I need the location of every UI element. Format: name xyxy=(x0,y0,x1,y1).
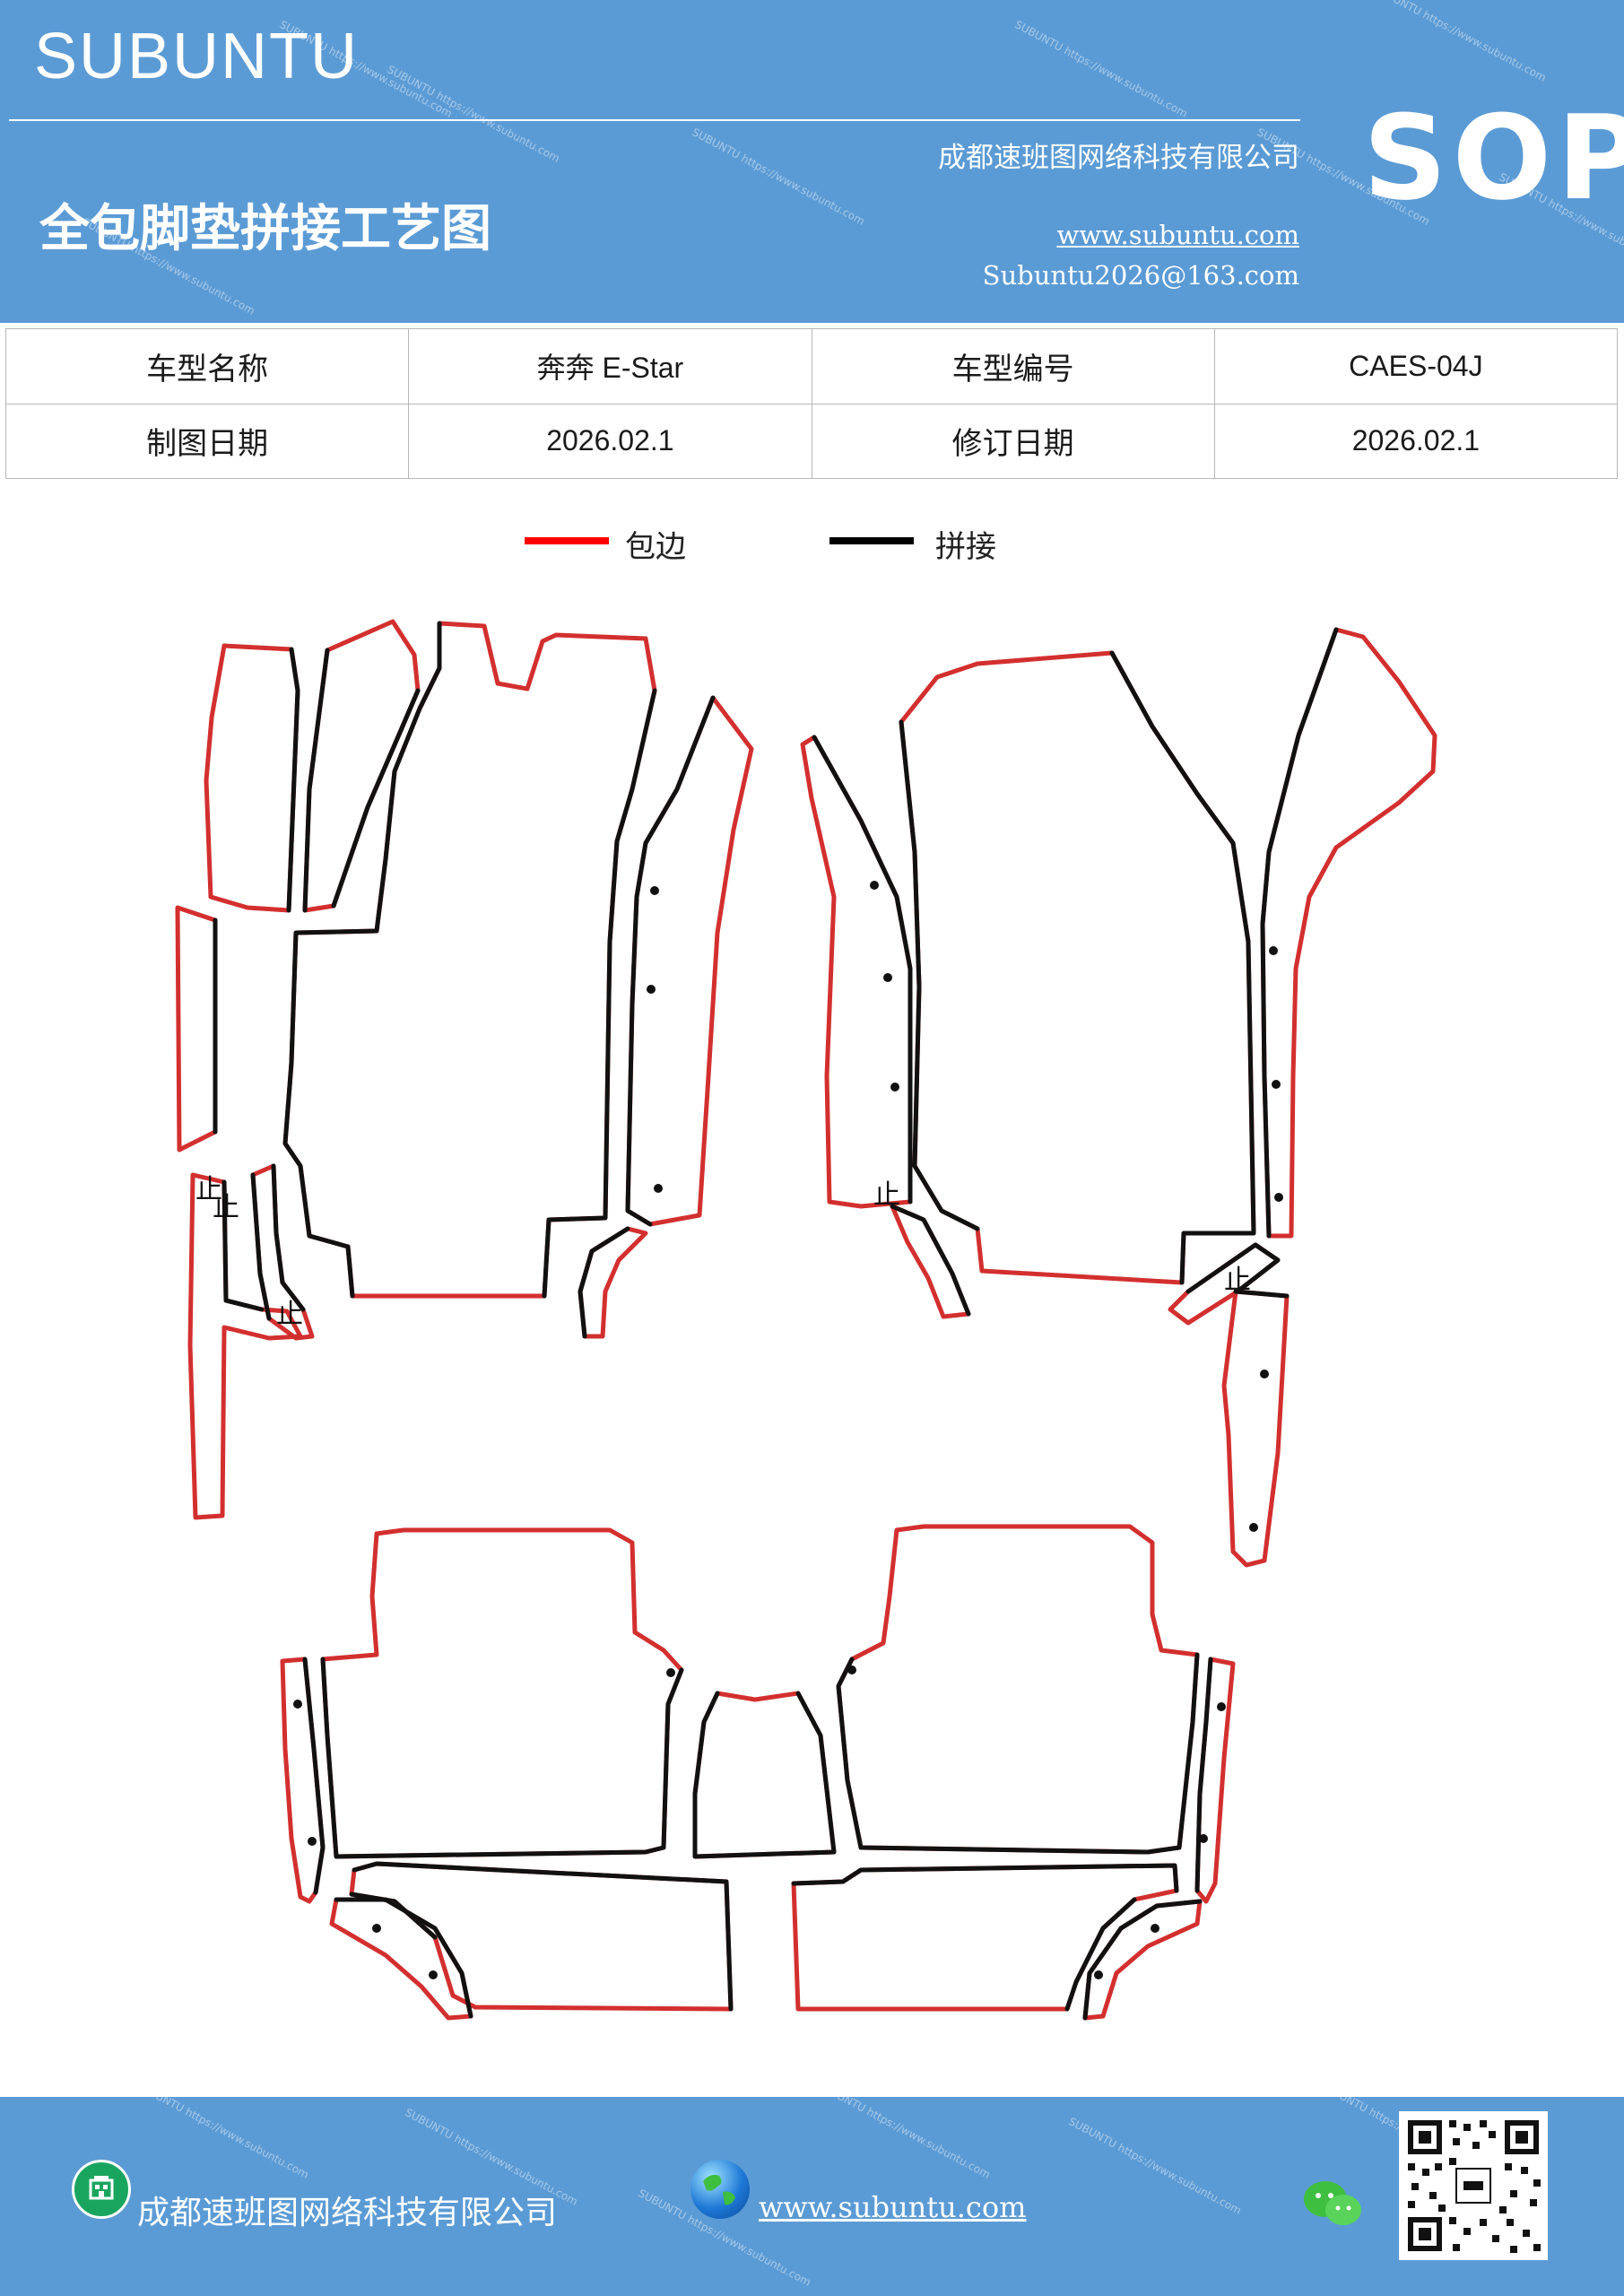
mat-piece xyxy=(187,1172,303,1520)
seam-dot xyxy=(1269,946,1278,955)
mat-piece xyxy=(899,650,1256,1285)
seam-line xyxy=(302,1657,326,1895)
seam-dot xyxy=(372,1924,381,1933)
seam-line xyxy=(282,621,657,1299)
seam-dot xyxy=(650,886,659,895)
footer-company: 成都速班图网络科技有限公司 xyxy=(137,2195,558,2231)
stop-mark: 止 xyxy=(213,1192,239,1223)
legend-swatch-seam xyxy=(829,537,914,544)
seam-line xyxy=(836,1652,1200,1855)
seam-dot xyxy=(654,1184,663,1193)
header-divider xyxy=(9,119,1300,121)
sop-badge: SOP xyxy=(1363,90,1624,226)
mat-piece xyxy=(1260,627,1437,1239)
mat-piece xyxy=(175,905,218,1152)
table-row: 制图日期 2026.02.1 修订日期 2026.02.1 xyxy=(4,403,1619,479)
stop-mark: 止 xyxy=(873,1179,900,1211)
mat-piece xyxy=(320,1527,684,1859)
seam-line xyxy=(302,648,421,913)
model-code-label: 车型编号 xyxy=(811,328,1215,404)
seam-dot xyxy=(870,881,879,890)
seam-line xyxy=(334,1897,473,2019)
stop-mark: 止 xyxy=(276,1299,303,1330)
mat-piece xyxy=(791,1863,1179,2012)
seam-line xyxy=(221,1179,265,1312)
seam-dot xyxy=(1199,1834,1208,1843)
mat-piece xyxy=(578,1226,648,1339)
seam-dot xyxy=(647,985,656,994)
header-company: 成都速班图网络科技有限公司 xyxy=(938,142,1299,174)
footer-banner: SUBUNTU https://www.subuntu.com SUBUNTU … xyxy=(0,2097,1624,2296)
model-code-value: CAES-04J xyxy=(1213,328,1619,404)
draw-date-label: 制图日期 xyxy=(4,403,410,479)
seam-line xyxy=(812,735,913,1205)
mat-piece xyxy=(1082,1899,1203,2021)
mat-piece xyxy=(890,1204,971,1319)
legend-label-edge: 包边 xyxy=(625,529,686,565)
footer-website-link[interactable]: www.subuntu.com xyxy=(759,2190,1027,2224)
model-name-label: 车型名称 xyxy=(4,328,410,404)
mat-piece xyxy=(302,619,421,913)
seam-line xyxy=(286,647,300,913)
seam-line xyxy=(349,1861,734,2012)
mat-piece xyxy=(282,621,657,1299)
seam-dot xyxy=(666,1668,675,1677)
stop-mark: 止 xyxy=(195,1174,222,1205)
header-email: Subuntu2026@163.com xyxy=(982,260,1299,291)
vehicle-info-table: 车型名称 奔奔 E-Star 车型编号 CAES-04J 制图日期 2026.0… xyxy=(4,328,1619,479)
seam-dot xyxy=(293,1700,302,1709)
seam-dot xyxy=(308,1837,317,1846)
brand-name: SUBUNTU xyxy=(34,21,360,92)
legend: 包边 拼接 xyxy=(525,522,1063,567)
mat-piece xyxy=(800,735,913,1209)
seam-dot xyxy=(847,1665,856,1674)
seam-dot xyxy=(429,1970,438,1979)
seam-line xyxy=(250,1163,306,1321)
seam-dot xyxy=(1272,1080,1281,1089)
seam-line xyxy=(1233,1289,1290,1299)
seam-line xyxy=(791,1863,1179,2012)
seam-line xyxy=(890,1204,971,1317)
seam-dot xyxy=(1094,1970,1103,1979)
seam-dot xyxy=(1260,1370,1269,1378)
stop-mark: 止 xyxy=(1224,1265,1251,1296)
wechat-icon[interactable] xyxy=(1302,2178,1365,2231)
seam-line xyxy=(1185,1242,1281,1294)
seam-dot xyxy=(883,973,892,982)
seam-line xyxy=(1260,627,1339,1239)
seam-dot xyxy=(1274,1193,1283,1202)
revise-date-label: 修订日期 xyxy=(811,403,1215,479)
model-name-value: 奔奔 E-Star xyxy=(408,328,812,404)
table-row: 车型名称 奔奔 E-Star 车型编号 CAES-04J xyxy=(4,328,1619,404)
qr-code xyxy=(1399,2111,1548,2260)
legend-swatch-edge xyxy=(525,537,609,544)
mat-piece xyxy=(836,1524,1200,1855)
mat-piece xyxy=(204,643,300,913)
seam-dot xyxy=(1249,1523,1258,1532)
header-banner: SUBUNTU https://www.subuntu.com SUBUNTU … xyxy=(0,0,1624,323)
seam-dot xyxy=(890,1083,899,1091)
header-website-link[interactable]: www.subuntu.com xyxy=(1056,220,1299,250)
mat-piece xyxy=(329,1897,473,2021)
mat-piece xyxy=(1221,1289,1290,1568)
seam-line xyxy=(1194,1657,1213,1893)
revise-date-value: 2026.02.1 xyxy=(1213,403,1619,479)
seam-dot xyxy=(1151,1924,1159,1933)
seam-line xyxy=(625,695,716,1227)
building-icon xyxy=(72,2160,131,2219)
mat-piece xyxy=(349,1861,734,2012)
seam-line xyxy=(320,1657,684,1859)
seam-dot xyxy=(1217,1702,1226,1711)
draw-date-value: 2026.02.1 xyxy=(408,403,812,479)
mat-piece xyxy=(625,695,754,1227)
legend-label-seam: 拼接 xyxy=(935,529,996,565)
document-title: 全包脚垫拼接工艺图 xyxy=(39,199,491,258)
seam-line xyxy=(692,1691,837,1859)
seam-line xyxy=(1082,1899,1203,2021)
seam-line xyxy=(899,650,1256,1285)
globe-icon xyxy=(690,2160,750,2219)
seam-line xyxy=(578,1226,630,1339)
